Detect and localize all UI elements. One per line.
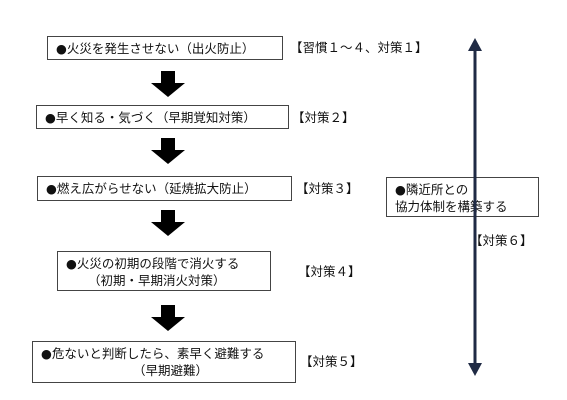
step-4-text-line2: （初期・早期消火対策） xyxy=(88,273,226,288)
step-box-1: ●火災を発生させない（出火防止） xyxy=(47,36,283,60)
step-5-text-line2: （早期避難） xyxy=(133,363,209,378)
step-3-tag: 【対策３】 xyxy=(296,181,359,196)
step-2-text: ●早く知る・気づく（早期覚知対策） xyxy=(45,110,256,125)
side-box-line1: ●隣近所との xyxy=(395,182,469,197)
vertical-double-arrow-icon xyxy=(468,38,482,376)
step-box-5: ●危ないと判断したら、素早く避難する （早期避難） xyxy=(32,341,296,383)
step-5-text-line1: ●危ないと判断したら、素早く避難する xyxy=(41,346,265,361)
step-4-text-line1: ●火災の初期の段階で消火する xyxy=(66,256,240,271)
down-arrow-1 xyxy=(151,71,185,97)
down-arrow-2 xyxy=(151,138,185,164)
side-box-line2: 協力体制を構築する xyxy=(395,199,508,214)
down-arrow-3 xyxy=(151,210,185,236)
step-5-tag: 【対策５】 xyxy=(300,354,363,369)
step-box-2: ●早く知る・気づく（早期覚知対策） xyxy=(36,105,289,129)
step-4-tag: 【対策４】 xyxy=(298,264,361,279)
step-1-text: ●火災を発生させない（出火防止） xyxy=(56,41,255,56)
step-3-text: ●燃え広がらせない（延焼拡大防止） xyxy=(46,181,257,196)
side-box: ●隣近所との 協力体制を構築する xyxy=(386,177,539,217)
step-1-tag: 【習慣１～４、対策１】 xyxy=(290,40,428,55)
side-tag: 【対策６】 xyxy=(470,233,533,248)
step-box-3: ●燃え広がらせない（延焼拡大防止） xyxy=(37,176,292,201)
step-2-tag: 【対策２】 xyxy=(292,110,355,125)
step-box-4: ●火災の初期の段階で消火する （初期・早期消火対策） xyxy=(57,251,271,291)
down-arrow-4 xyxy=(151,305,185,331)
